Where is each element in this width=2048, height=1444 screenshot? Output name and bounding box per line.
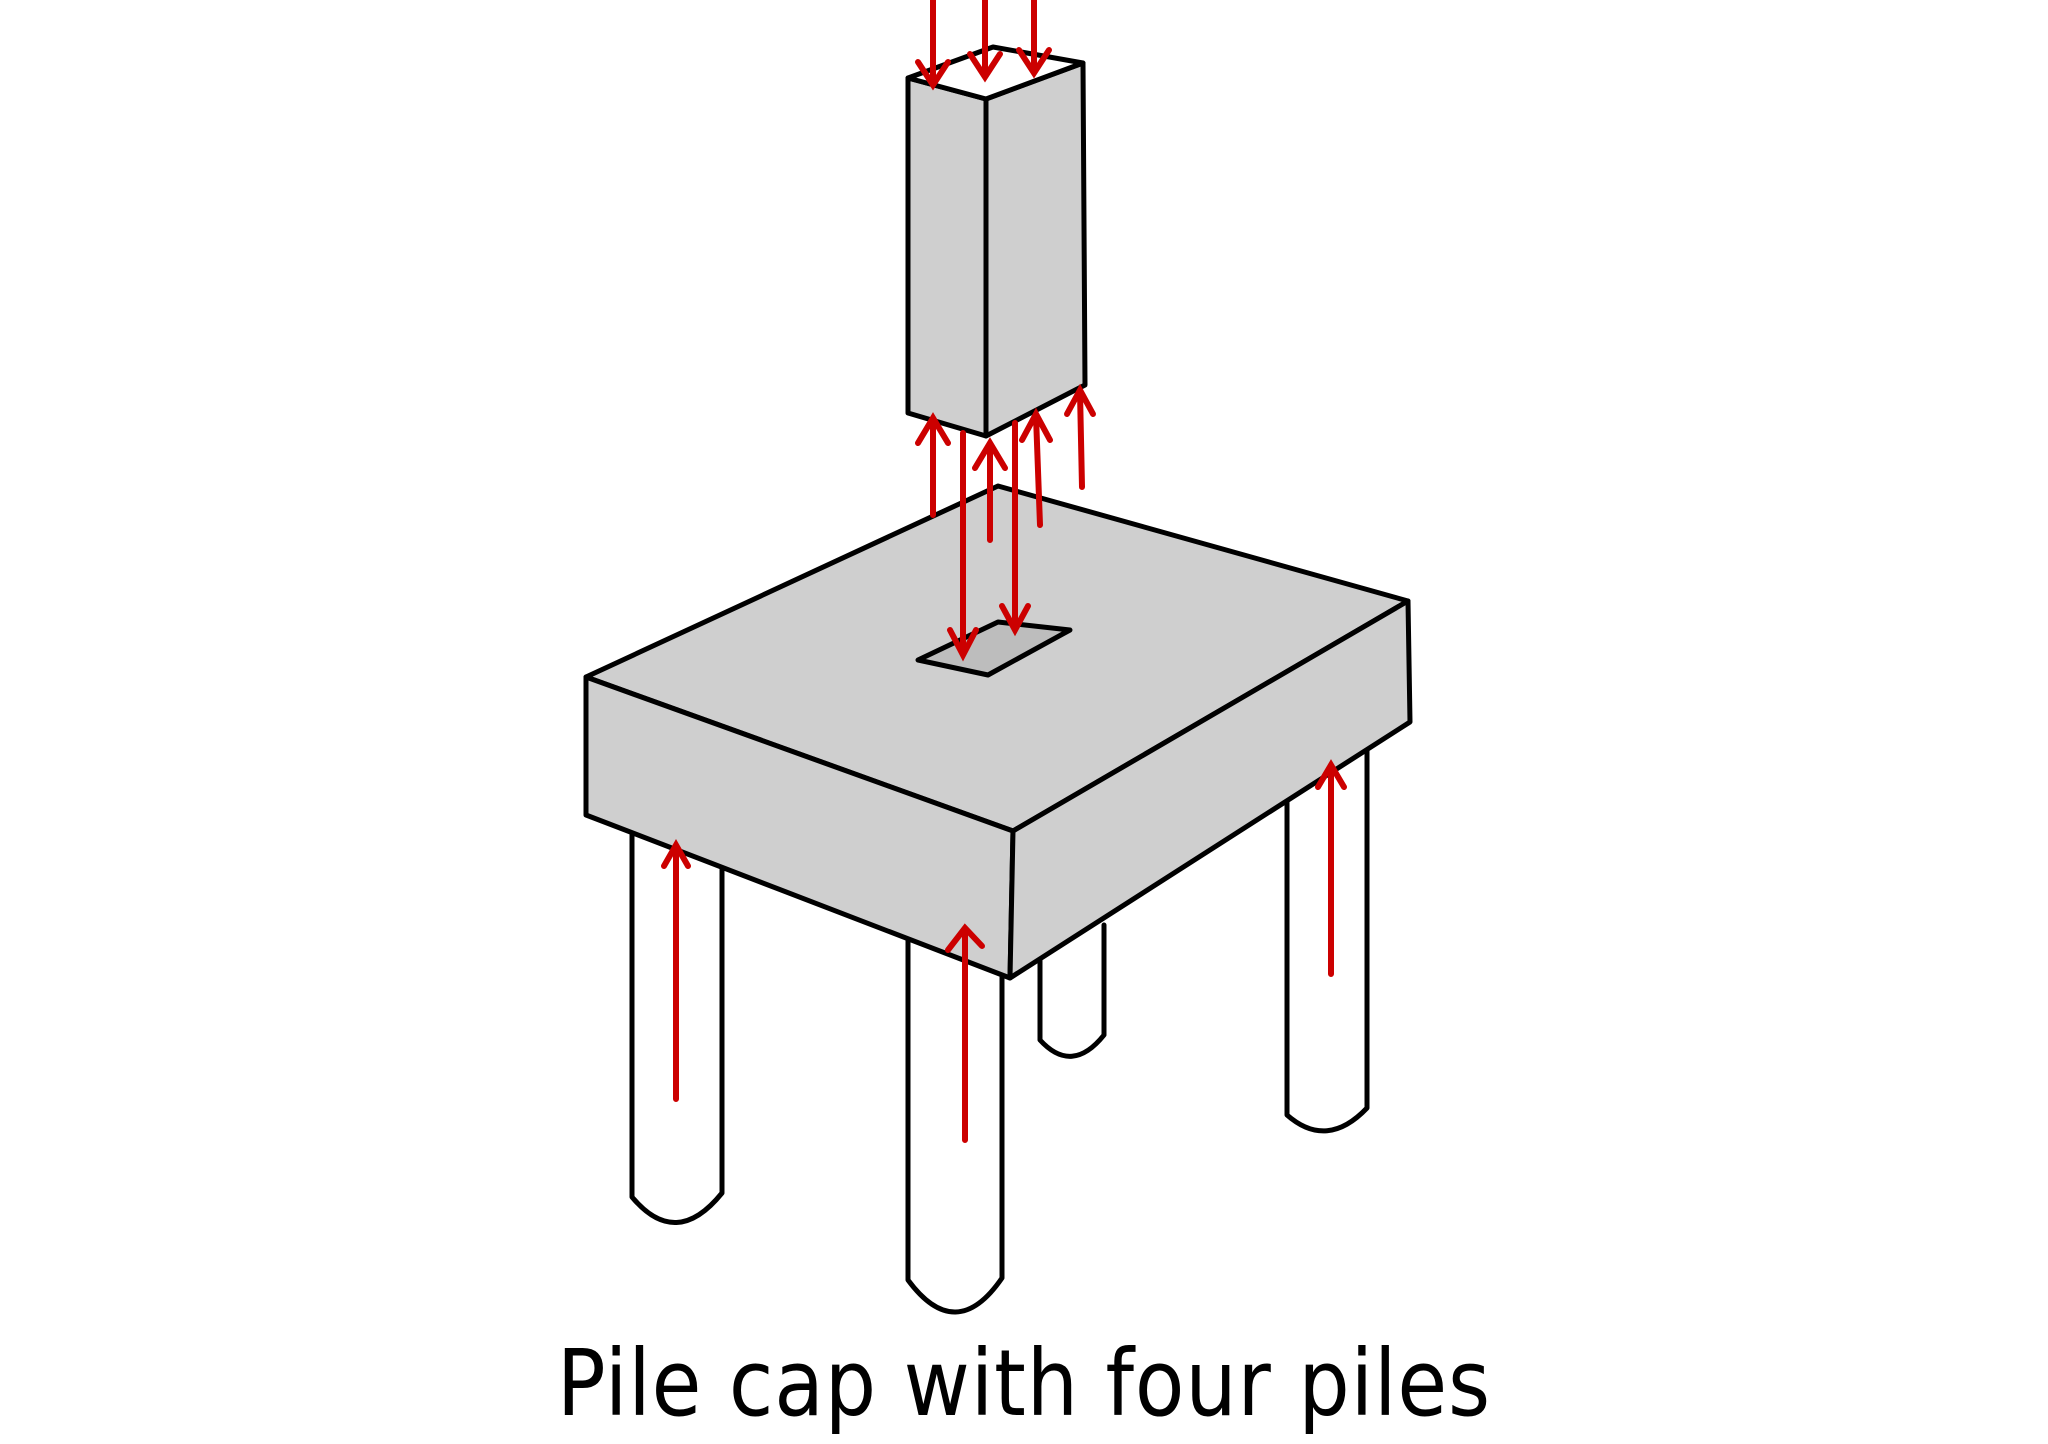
column-right-face [983, 60, 1088, 439]
force-arrows [661, 0, 1347, 1143]
diagram-caption: Pile cap with four piles [556, 1330, 1492, 1437]
pile-front [905, 932, 1005, 1315]
column-left-face [905, 75, 989, 439]
pile-right [1284, 747, 1370, 1134]
pile-cap-right-face [1007, 598, 1413, 981]
pile-back [1037, 922, 1107, 1059]
